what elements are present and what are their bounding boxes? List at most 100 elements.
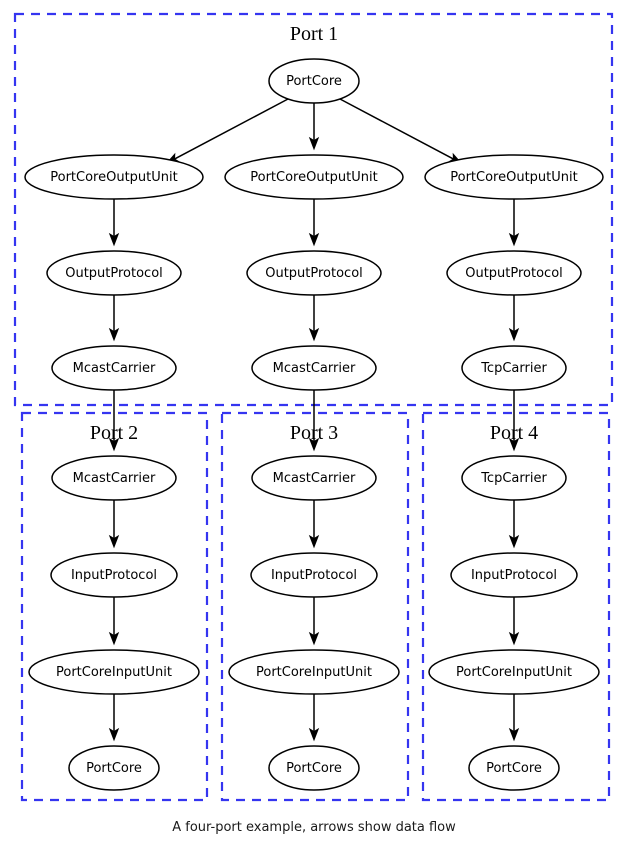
node-label-p3-carrier: McastCarrier (273, 471, 356, 486)
node-label-p1-outproto-b: OutputProtocol (265, 266, 363, 281)
node-label-p1-carrier-c: TcpCarrier (480, 361, 547, 376)
arrowhead-icon (308, 534, 320, 549)
edge-line (339, 98, 454, 160)
node-shape-p4-pciu (428, 649, 600, 695)
edge-p1-pcou-b-to-p1-outproto-b (308, 199, 320, 247)
node-label-p4-inproto: InputProtocol (471, 568, 557, 583)
edge-p4-pciu-to-p4-portcore (508, 694, 520, 742)
edge-p4-inproto-to-p4-pciu (508, 597, 520, 646)
arrowhead-icon (108, 727, 120, 742)
node-p4-inproto[interactable]: InputProtocol (450, 552, 578, 598)
edge-p1-portcore-to-p1-pcou-c (339, 98, 463, 164)
node-label-p1-outproto-a: OutputProtocol (65, 266, 163, 281)
edge-p1-outproto-b-to-p1-carrier-b (308, 295, 320, 342)
edge-p4-carrier-to-p4-inproto (508, 500, 520, 549)
node-label-p1-pcou-c: PortCoreOutputUnit (450, 170, 577, 185)
node-shape-p1-pcou-c (424, 154, 604, 200)
edge-p3-pciu-to-p3-portcore (308, 694, 320, 742)
node-label-p1-pcou-a: PortCoreOutputUnit (50, 170, 177, 185)
arrowhead-icon (108, 631, 120, 646)
edge-p2-carrier-to-p2-inproto (108, 500, 120, 549)
node-label-p4-pciu: PortCoreInputUnit (456, 665, 572, 680)
diagram-caption: A four-port example, arrows show data fl… (172, 820, 456, 835)
node-label-p1-outproto-c: OutputProtocol (465, 266, 563, 281)
edge-p1-carrier-b-to-p3-carrier (308, 390, 320, 452)
node-shape-p2-pciu (28, 649, 200, 695)
node-p3-carrier[interactable]: McastCarrier (251, 455, 377, 501)
node-label-p1-portcore: PortCore (286, 74, 342, 89)
node-label-p1-carrier-b: McastCarrier (273, 361, 356, 376)
node-p1-portcore[interactable]: PortCore (268, 58, 360, 104)
node-p2-pciu[interactable]: PortCoreInputUnit (28, 649, 200, 695)
edge-p1-pcou-c-to-p1-outproto-c (508, 199, 520, 247)
edge-p1-outproto-c-to-p1-carrier-c (508, 295, 520, 342)
node-label-p1-carrier-a: McastCarrier (73, 361, 156, 376)
edge-p1-portcore-to-p1-pcou-a (165, 98, 289, 164)
node-p1-outproto-b[interactable]: OutputProtocol (246, 250, 382, 296)
node-shape-p3-pciu (228, 649, 400, 695)
arrowhead-icon (308, 631, 320, 646)
arrowhead-icon (508, 232, 520, 247)
node-p1-carrier-a[interactable]: McastCarrier (51, 345, 177, 391)
edge-p3-inproto-to-p3-pciu (308, 597, 320, 646)
arrowhead-icon (108, 232, 120, 247)
node-label-p4-portcore: PortCore (486, 761, 542, 776)
node-shape-p2-portcore (68, 745, 160, 791)
edge-group (108, 98, 520, 742)
node-p1-outproto-a[interactable]: OutputProtocol (46, 250, 182, 296)
node-shape-p2-carrier (51, 455, 177, 501)
node-p1-outproto-c[interactable]: OutputProtocol (446, 250, 582, 296)
node-p1-pcou-b[interactable]: PortCoreOutputUnit (224, 154, 404, 200)
arrowhead-icon (108, 437, 120, 452)
node-p2-carrier[interactable]: McastCarrier (51, 455, 177, 501)
edge-p2-inproto-to-p2-pciu (108, 597, 120, 646)
node-p4-portcore[interactable]: PortCore (468, 745, 560, 791)
arrowhead-icon (108, 327, 120, 342)
edge-p1-portcore-to-p1-pcou-b (308, 103, 320, 151)
node-p3-portcore[interactable]: PortCore (268, 745, 360, 791)
node-shape-p4-inproto (450, 552, 578, 598)
edge-p1-pcou-a-to-p1-outproto-a (108, 199, 120, 247)
node-p1-pcou-c[interactable]: PortCoreOutputUnit (424, 154, 604, 200)
edge-p1-carrier-c-to-p4-carrier (508, 390, 520, 452)
node-shape-p1-carrier-c (461, 345, 567, 391)
node-label-p2-carrier: McastCarrier (73, 471, 156, 486)
node-label-p2-inproto: InputProtocol (71, 568, 157, 583)
node-p1-carrier-b[interactable]: McastCarrier (251, 345, 377, 391)
node-label-p3-portcore: PortCore (286, 761, 342, 776)
node-p1-carrier-c[interactable]: TcpCarrier (461, 345, 567, 391)
node-label-p2-portcore: PortCore (86, 761, 142, 776)
node-label-p1-pcou-b: PortCoreOutputUnit (250, 170, 377, 185)
edge-p2-pciu-to-p2-portcore (108, 694, 120, 742)
node-shape-p1-carrier-a (51, 345, 177, 391)
arrowhead-icon (308, 327, 320, 342)
node-shape-p1-pcou-b (224, 154, 404, 200)
node-p2-portcore[interactable]: PortCore (68, 745, 160, 791)
node-p2-inproto[interactable]: InputProtocol (50, 552, 178, 598)
arrowhead-icon (508, 631, 520, 646)
node-label-p2-pciu: PortCoreInputUnit (56, 665, 172, 680)
node-shape-p1-portcore (268, 58, 360, 104)
edge-p1-outproto-a-to-p1-carrier-a (108, 295, 120, 342)
node-p4-pciu[interactable]: PortCoreInputUnit (428, 649, 600, 695)
node-p1-pcou-a[interactable]: PortCoreOutputUnit (24, 154, 204, 200)
node-label-p4-carrier: TcpCarrier (480, 471, 547, 486)
cluster-border-port4 (421, 411, 611, 802)
edge-line (174, 98, 289, 160)
node-shape-p1-pcou-a (24, 154, 204, 200)
arrowhead-icon (508, 534, 520, 549)
node-shape-p1-outproto-a (46, 250, 182, 296)
arrowhead-icon (308, 437, 320, 452)
node-shape-p4-portcore (468, 745, 560, 791)
node-label-p3-inproto: InputProtocol (271, 568, 357, 583)
node-p3-pciu[interactable]: PortCoreInputUnit (228, 649, 400, 695)
arrowhead-icon (508, 437, 520, 452)
node-shape-p3-inproto (250, 552, 378, 598)
node-p3-inproto[interactable]: InputProtocol (250, 552, 378, 598)
node-p4-carrier[interactable]: TcpCarrier (461, 455, 567, 501)
node-shape-p1-outproto-c (446, 250, 582, 296)
arrowhead-icon (508, 327, 520, 342)
cluster-border-port3 (220, 411, 410, 802)
